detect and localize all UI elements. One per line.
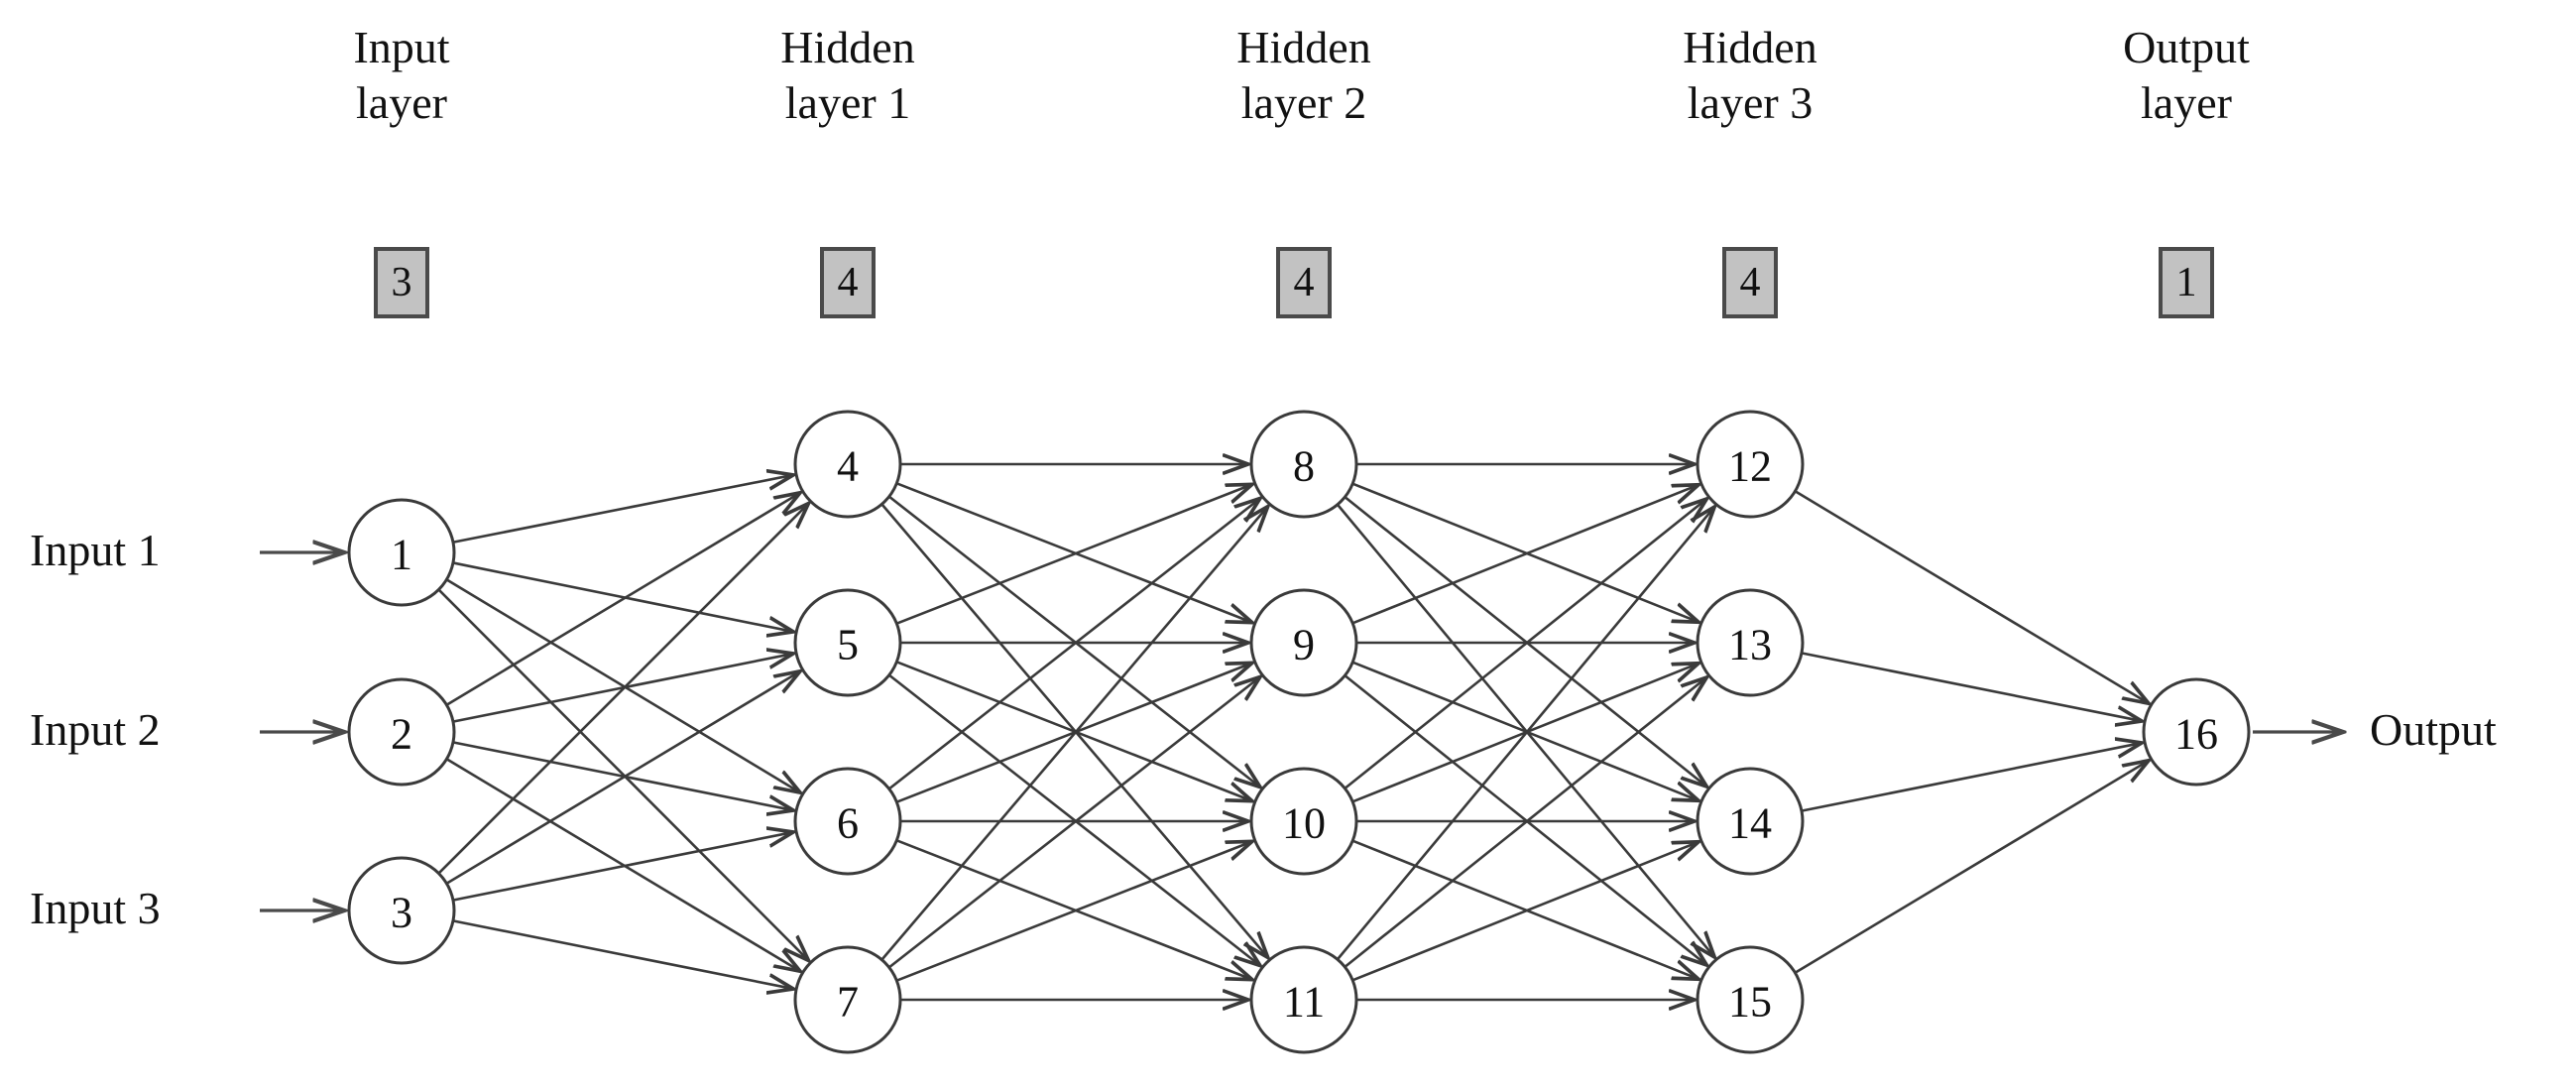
neuron-circle-12[interactable] xyxy=(1696,410,1805,519)
input-label-3: Input 3 xyxy=(30,883,161,933)
neuron-label-4: 4 xyxy=(837,442,859,491)
edge-1-to-5 xyxy=(453,561,792,632)
neuron-label-1: 1 xyxy=(391,531,412,579)
edge-3-to-4 xyxy=(438,504,808,874)
neuron-label-14: 14 xyxy=(1728,799,1772,848)
layer-count-box-hidden1: 4 xyxy=(820,247,876,318)
io-arrows xyxy=(260,552,2342,910)
input-label-1: Input 1 xyxy=(30,525,161,575)
edge-5-to-8 xyxy=(896,485,1251,625)
edge-15-to-16 xyxy=(1795,761,2148,974)
layer-count-box-output: 1 xyxy=(2159,247,2214,318)
neuron-circle-16[interactable] xyxy=(2142,677,2251,787)
neuron-node-12[interactable]: 12 xyxy=(1696,410,1805,519)
neuron-circle-2[interactable] xyxy=(347,677,456,787)
edge-13-to-16 xyxy=(1802,652,2141,721)
edge-6-to-8 xyxy=(888,499,1260,789)
neuron-circle-8[interactable] xyxy=(1249,410,1358,519)
neuron-label-2: 2 xyxy=(391,710,412,759)
neuron-node-4[interactable]: 4 xyxy=(793,410,902,519)
layer-count-box-hidden2: 4 xyxy=(1276,247,1332,318)
edge-11-to-14 xyxy=(1352,842,1698,982)
neuron-label-9: 9 xyxy=(1293,621,1315,669)
neuron-node-11[interactable]: 11 xyxy=(1249,945,1358,1054)
edge-10-to-12 xyxy=(1345,500,1705,789)
layer-header-input: Input layer xyxy=(353,22,450,128)
edge-11-to-12 xyxy=(1337,508,1714,960)
input-label-2: Input 2 xyxy=(30,704,161,755)
neuron-circle-4[interactable] xyxy=(793,410,902,519)
neuron-node-14[interactable]: 14 xyxy=(1696,767,1805,876)
layer-header-hidden1: Hidden layer 1 xyxy=(780,22,915,128)
neuron-circle-7[interactable] xyxy=(793,945,902,1054)
neuron-circle-5[interactable] xyxy=(793,588,902,697)
edge-2-to-4 xyxy=(446,493,799,706)
neuron-node-9[interactable]: 9 xyxy=(1249,588,1358,697)
edge-14-to-16 xyxy=(1802,743,2141,812)
layer-header-hidden2: Hidden layer 2 xyxy=(1236,22,1371,128)
edge-12-to-16 xyxy=(1795,490,2148,703)
neuron-label-11: 11 xyxy=(1283,978,1325,1027)
neuron-label-7: 7 xyxy=(837,978,859,1027)
neuron-node-1[interactable]: 1 xyxy=(347,498,456,607)
neuron-circle-10[interactable] xyxy=(1249,767,1358,876)
layer-count-box-input: 3 xyxy=(374,247,429,318)
connection-edges xyxy=(438,464,2148,1000)
neuron-node-3[interactable]: 3 xyxy=(347,856,456,965)
neuron-label-3: 3 xyxy=(391,889,412,937)
neuron-circle-3[interactable] xyxy=(347,856,456,965)
edge-7-to-10 xyxy=(896,842,1251,982)
neuron-node-6[interactable]: 6 xyxy=(793,767,902,876)
neuron-circle-9[interactable] xyxy=(1249,588,1358,697)
neuron-circle-6[interactable] xyxy=(793,767,902,876)
edge-11-to-13 xyxy=(1345,678,1705,968)
edge-7-to-9 xyxy=(888,677,1260,968)
edge-7-to-8 xyxy=(881,507,1267,960)
neuron-node-15[interactable]: 15 xyxy=(1696,945,1805,1054)
output-label: Output xyxy=(2370,704,2497,755)
neuron-label-10: 10 xyxy=(1282,799,1326,848)
neuron-node-16[interactable]: 16 xyxy=(2142,677,2251,787)
neuron-node-5[interactable]: 5 xyxy=(793,588,902,697)
neuron-circle-11[interactable] xyxy=(1249,945,1358,1054)
layer-header-hidden3: Hidden layer 3 xyxy=(1683,22,1817,128)
neuron-node-7[interactable]: 7 xyxy=(793,945,902,1054)
layer-header-output: Output layer xyxy=(2123,22,2250,128)
neuron-label-12: 12 xyxy=(1728,442,1772,491)
edge-3-to-7 xyxy=(453,919,792,989)
edge-3-to-6 xyxy=(453,832,792,902)
neuron-label-13: 13 xyxy=(1728,621,1772,669)
neuron-node-8[interactable]: 8 xyxy=(1249,410,1358,519)
neuron-label-16: 16 xyxy=(2174,710,2218,759)
edge-1-to-6 xyxy=(446,578,799,792)
edge-9-to-12 xyxy=(1352,485,1698,625)
neuron-circle-14[interactable] xyxy=(1696,767,1805,876)
neuron-label-6: 6 xyxy=(837,799,859,848)
neuron-circle-1[interactable] xyxy=(347,498,456,607)
edge-1-to-7 xyxy=(438,589,808,959)
edge-3-to-5 xyxy=(446,671,799,885)
neuron-label-8: 8 xyxy=(1293,442,1315,491)
neuron-node-2[interactable]: 2 xyxy=(347,677,456,787)
neuron-label-15: 15 xyxy=(1728,978,1772,1027)
neuron-circle-15[interactable] xyxy=(1696,945,1805,1054)
layer-count-box-hidden3: 4 xyxy=(1722,247,1778,318)
edge-1-to-4 xyxy=(453,475,792,544)
neuron-label-5: 5 xyxy=(837,621,859,669)
neuron-node-10[interactable]: 10 xyxy=(1249,767,1358,876)
neuron-circle-13[interactable] xyxy=(1696,588,1805,697)
neuron-node-13[interactable]: 13 xyxy=(1696,588,1805,697)
